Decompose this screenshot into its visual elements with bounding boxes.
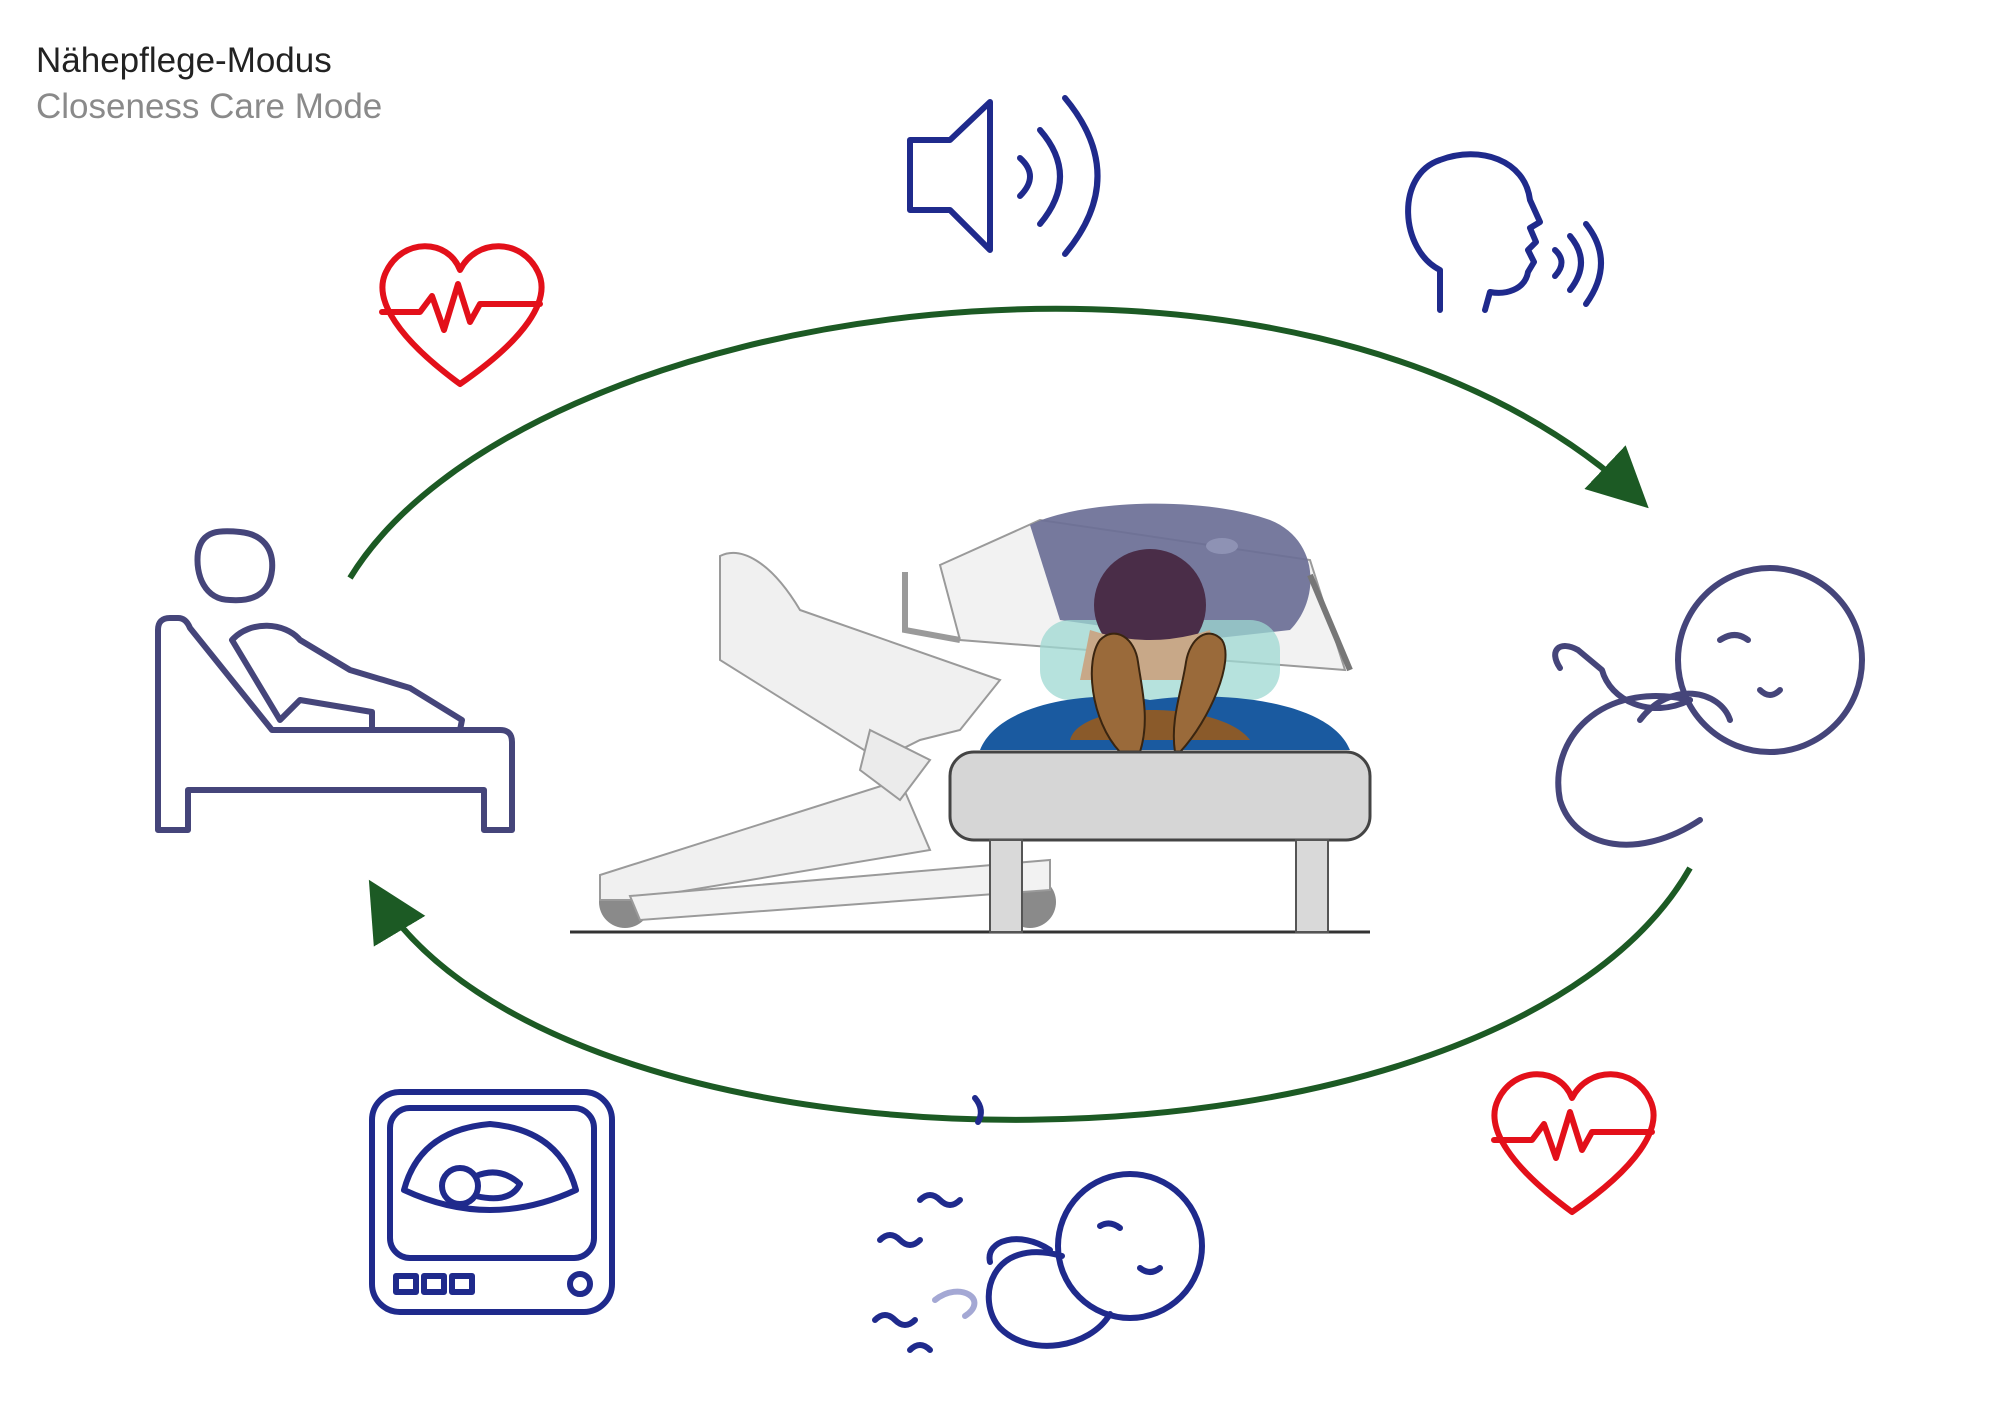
title-german: Nähepflege-Modus (36, 41, 332, 80)
newborn-icon (1552, 565, 1865, 848)
speaking-head-icon (1405, 151, 1604, 313)
bed-leg (989, 839, 1023, 933)
arrow-bottom (368, 866, 1693, 1123)
title-block: Nähepflege-Modus Closeness Care Mode (36, 38, 382, 130)
parent-head (1094, 549, 1206, 661)
parent-foot (1090, 632, 1146, 753)
kicking-baby-icon (872, 1095, 1205, 1353)
bed-leg-2 (1295, 839, 1329, 933)
bed-mattress (948, 750, 1372, 842)
title-english: Closeness Care Mode (36, 87, 383, 126)
parent-foot-2 (1172, 632, 1227, 753)
incubator-illustration (570, 503, 1372, 934)
reclining-parent-icon (155, 528, 515, 833)
speaker-icon (907, 95, 1101, 257)
heart-rate-icon-2 (1491, 1071, 1657, 1215)
arrow-top (347, 305, 1649, 580)
heart-rate-icon (379, 243, 545, 387)
ultrasound-monitor-icon (369, 1089, 615, 1315)
